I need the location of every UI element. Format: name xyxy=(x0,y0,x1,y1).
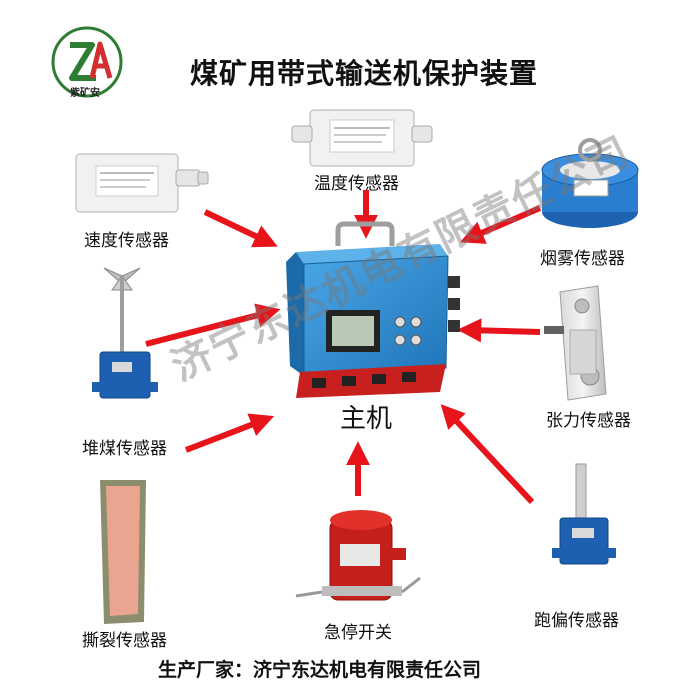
page-title: 煤矿用带式输送机保护装置 xyxy=(190,57,539,90)
logo-text: 紫矿安 xyxy=(70,88,100,99)
deviation-sensor-device xyxy=(552,463,616,565)
coal-pile-sensor-label: 堆煤传感器 xyxy=(82,439,167,459)
tear-sensor-device xyxy=(100,480,146,624)
arrow-smoke xyxy=(460,205,542,244)
tension-sensor-device xyxy=(544,285,607,401)
speed-sensor-device xyxy=(75,153,209,213)
coal-pile-sensor-device xyxy=(92,267,158,399)
smoke-sensor-label: 烟雾传感器 xyxy=(540,249,625,269)
emergency-stop-label: 急停开关 xyxy=(324,623,392,643)
arrow-coal-pile xyxy=(145,303,281,347)
arrow-tension xyxy=(457,318,541,343)
tear-sensor-label: 撕裂传感器 xyxy=(82,631,167,651)
arrow-deviation xyxy=(440,404,535,505)
smoke-sensor-device xyxy=(541,138,639,228)
speed-sensor-label: 速度传感器 xyxy=(84,231,169,251)
temperature-sensor-device xyxy=(291,109,433,167)
manufacturer-footer: 生产厂家：济宁东达机电有限责任公司 xyxy=(158,659,482,681)
temperature-sensor-label: 温度传感器 xyxy=(314,174,399,194)
tension-sensor-label: 张力传感器 xyxy=(546,411,631,431)
emergency-stop-device xyxy=(295,510,421,601)
company-logo xyxy=(51,26,123,98)
arrow-tear xyxy=(184,413,275,453)
connection-arrows xyxy=(145,190,542,505)
main-unit-label: 主机 xyxy=(340,404,393,434)
main-unit-device xyxy=(286,221,460,398)
arrow-speed xyxy=(203,209,278,248)
deviation-sensor-label: 跑偏传感器 xyxy=(534,611,619,631)
